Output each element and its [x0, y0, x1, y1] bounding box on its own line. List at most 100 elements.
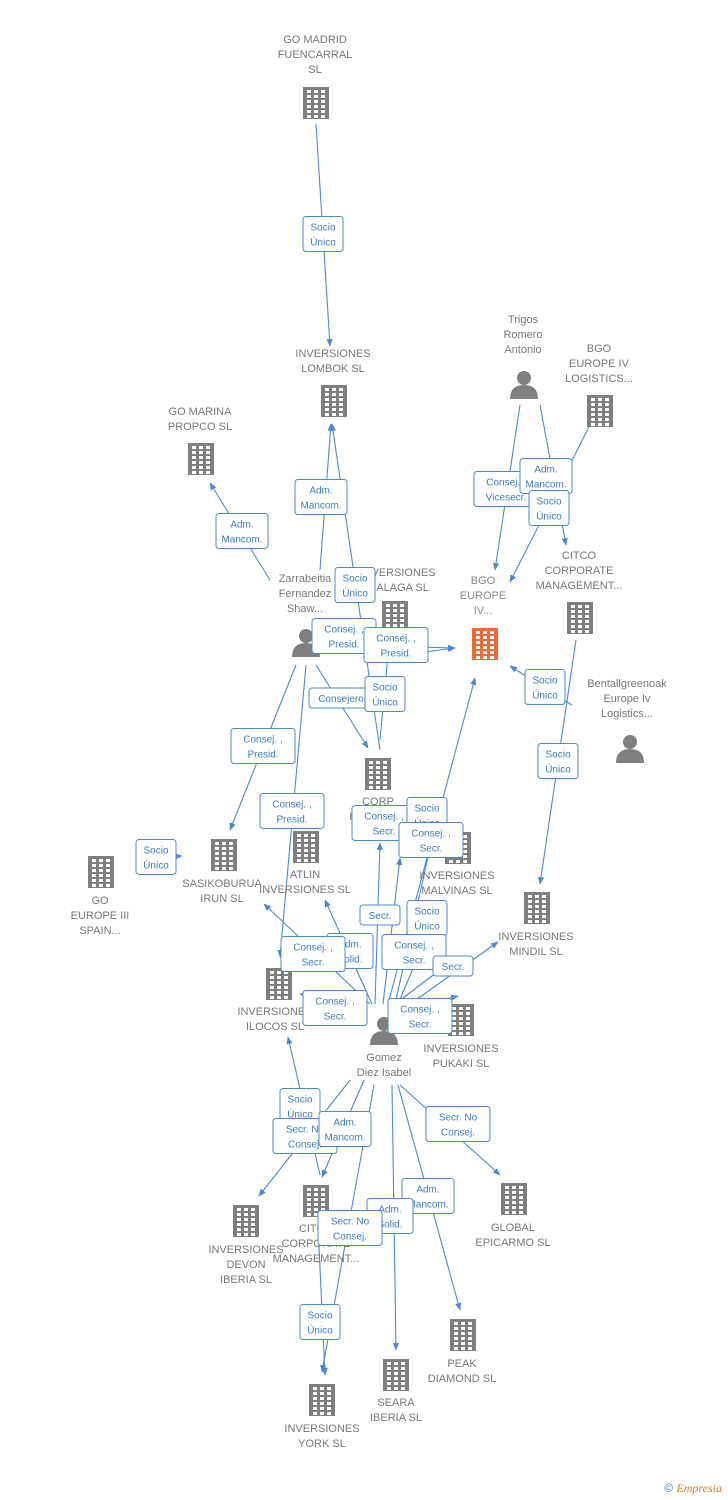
node-label-line: IBERIA SL — [370, 1412, 422, 1424]
node-label-line: IV... — [474, 605, 493, 617]
node-label-line: Shaw... — [287, 603, 323, 615]
building-icon — [567, 602, 593, 634]
node-label-line: MANAGEMENT... — [273, 1253, 360, 1265]
node-label-line: INVERSIONES — [295, 348, 370, 360]
edge-role-text: Socio — [414, 907, 439, 918]
edge-role-text: Único — [287, 1108, 313, 1121]
edge-role-label[interactable]: Secr. No Consej. — [317, 1210, 383, 1246]
company-node-peak[interactable]: PEAK DIAMOND SL — [428, 1319, 496, 1385]
building-icon — [321, 385, 347, 417]
edge-role-label[interactable]: Adm.Mancom. — [215, 513, 269, 549]
edge-role-text: Socio — [414, 804, 439, 815]
edge-role-label[interactable]: Consej. ,Presid. — [363, 627, 429, 663]
edge-role-label[interactable]: Consej. ,Presid. — [230, 728, 296, 764]
node-label-line: EUROPE III — [71, 910, 130, 922]
edge-role-text: Único — [307, 1324, 333, 1337]
edge-role-text: Mancom. — [525, 480, 566, 491]
building-icon — [233, 1205, 259, 1237]
edge-role-label[interactable]: Consej. ,Secr. — [280, 936, 346, 972]
node-label-line: IBERIA SL — [220, 1274, 272, 1286]
company-node-bgo-main[interactable]: BGOEUROPEIV... — [460, 575, 506, 660]
edge-role-label[interactable]: Secr. — [359, 904, 401, 926]
edge-role-text: Adm. — [333, 1118, 356, 1129]
node-label-line: MALAGA SL — [367, 582, 429, 594]
company-node-lombok[interactable]: INVERSIONES LOMBOK SL — [295, 348, 371, 417]
edge-role-label[interactable]: Secr. — [432, 955, 474, 977]
node-label-line: INVERSIONES — [423, 1043, 498, 1055]
edge-role-text: Socio — [372, 683, 397, 694]
edge-role-label[interactable]: Consej. ,Secr. — [302, 990, 368, 1026]
node-label-line: EPICARMO SL — [475, 1237, 550, 1249]
person-node-zarrabeitia[interactable]: ZarrabeitiaFernandezShaw... — [279, 573, 332, 657]
edge-role-label[interactable]: Adm.Mancom. — [294, 479, 348, 515]
edge-role-text: Secr. No — [331, 1217, 370, 1228]
node-label-line: Gomez — [366, 1052, 401, 1064]
edge-role-label[interactable]: Consej. ,Secr. — [398, 822, 464, 858]
edge-role-text: Único — [143, 859, 169, 872]
edge-role-label[interactable]: Consejero — [308, 687, 374, 709]
node-label-line: INVERSIONES SL — [259, 884, 351, 896]
edge-role-label[interactable]: Consej. ,Secr. — [381, 934, 447, 970]
node-label-line: INVERSIONES — [284, 1423, 359, 1435]
node-label-line: BGO — [471, 575, 496, 587]
edge-role-label[interactable]: Adm.Mancom. — [401, 1178, 455, 1214]
edge-role-text: Presid. — [328, 640, 359, 651]
edge-role-text: Secr. — [373, 827, 396, 838]
edge-role-label[interactable]: Consej. ,Secr. — [387, 998, 453, 1034]
node-label-line: LOMBOK SL — [301, 363, 365, 375]
edge-role-text: Adm. — [534, 465, 557, 476]
edge-role-label[interactable]: Consej. ,Presid. — [259, 793, 325, 829]
company-node-seara[interactable]: SEARA IBERIA SL — [370, 1359, 422, 1424]
edge-role-text: Secr. No — [286, 1125, 325, 1136]
edge-role-text: Consej. , — [486, 478, 525, 489]
edge-role-text: Presid. — [380, 649, 411, 660]
node-label-line: CITCO — [562, 550, 597, 562]
copyright-symbol: © — [664, 1481, 674, 1495]
node-label-line: PUKAKI SL — [433, 1058, 490, 1070]
node-label-line: Logistics... — [601, 708, 653, 720]
company-node-citco-top[interactable]: CITCOCORPORATEMANAGEMENT... — [536, 550, 623, 634]
edge-role-text: Consej. — [333, 1232, 367, 1243]
edge-role-text: Adm. — [230, 520, 253, 531]
node-label-line: DEVON — [226, 1259, 265, 1271]
edge-role-label[interactable]: Adm. Mancom. — [519, 458, 573, 494]
node-label-line: SEARA — [377, 1397, 415, 1409]
edge-role-text: Consej. — [441, 1128, 475, 1139]
node-label-line: CORPORATE — [545, 565, 614, 577]
edge-role-text: Socio — [536, 497, 561, 508]
node-label-line: DIAMOND SL — [428, 1373, 496, 1385]
edge-role-label[interactable]: Adm.Mancom. — [318, 1111, 372, 1147]
node-label-line: Antonio — [504, 344, 541, 356]
edge-role-text: Solid. — [337, 955, 362, 966]
brand-logo[interactable]: Empresia — [676, 1481, 722, 1495]
node-label-line: PEAK — [447, 1358, 477, 1370]
edge-role-text: Único — [545, 763, 571, 776]
edge-role-text: Socio — [545, 750, 570, 761]
edge-role-text: Socio — [287, 1095, 312, 1106]
